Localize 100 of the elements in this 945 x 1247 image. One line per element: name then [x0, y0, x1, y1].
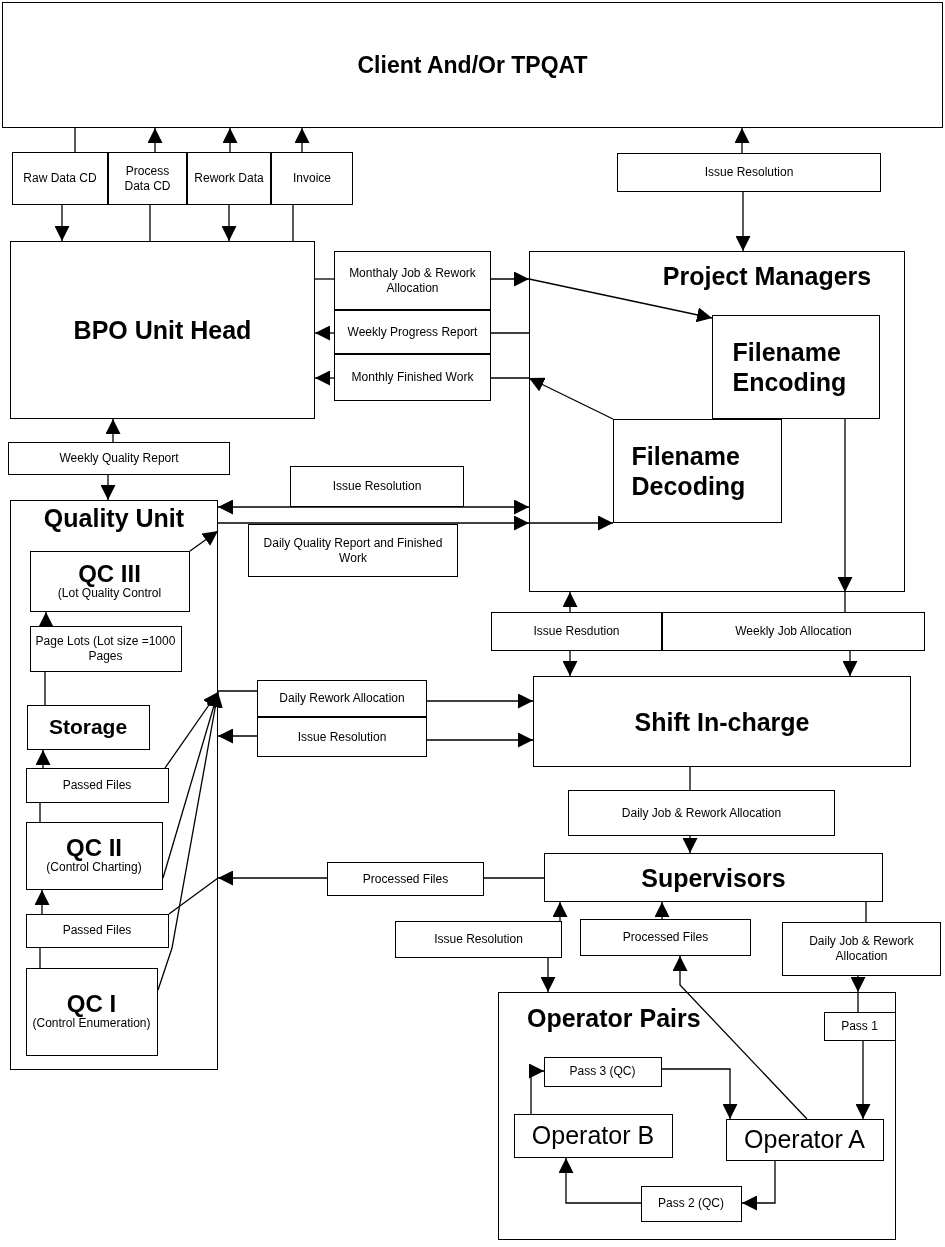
process-box — [395, 921, 562, 958]
arrow — [562, 591, 578, 613]
box-label: Operator A — [744, 1125, 865, 1154]
box-label: Issue Resolution — [433, 932, 524, 947]
box-label: BPO Unit Head — [73, 315, 252, 345]
box-label: Quality Unit — [43, 503, 185, 533]
arrow — [217, 870, 328, 886]
box-label: QC III — [78, 560, 141, 586]
process-box — [257, 717, 427, 757]
box-label: Issue Resdution — [532, 624, 621, 639]
process-box — [25, 913, 169, 948]
process-box — [2, 2, 943, 128]
box-subtitle: (Control Enumeration) — [32, 1016, 151, 1032]
process-box — [108, 152, 187, 205]
arrow — [850, 975, 866, 993]
group-box — [529, 251, 905, 592]
process-box — [782, 922, 941, 976]
box-label: Weekly Progress Report — [346, 324, 479, 340]
group-box — [10, 500, 218, 1070]
box-label: Process Data CD — [123, 163, 172, 194]
arrow — [314, 370, 335, 386]
box-label: Daily Job & Rework Allocation — [620, 805, 783, 821]
arrow — [552, 901, 568, 922]
process-box — [257, 680, 427, 717]
box-subtitle: (Control Charting) — [46, 860, 142, 876]
box-label: Filename Encoding — [732, 336, 848, 397]
box-label: Project Managers — [662, 261, 872, 291]
box-label: Issue Resolution — [331, 479, 423, 494]
process-box — [327, 862, 484, 896]
arrow — [558, 1157, 642, 1204]
box-label: Operator Pairs — [527, 1003, 701, 1033]
process-box — [334, 310, 491, 354]
arrow — [654, 901, 670, 920]
arrow — [672, 955, 808, 1120]
arrow — [426, 693, 534, 709]
process-box — [25, 767, 169, 803]
box-label: Invoice — [292, 171, 332, 186]
arrow — [100, 474, 116, 501]
arrow — [734, 127, 750, 154]
process-box — [10, 241, 315, 419]
box-label: Monthaly Job & Rework Allocation — [348, 265, 477, 296]
arrow — [147, 127, 163, 153]
process-box — [543, 1056, 662, 1087]
arrow — [221, 204, 237, 242]
group-box — [498, 992, 896, 1240]
arrow — [426, 732, 534, 748]
process-box — [25, 821, 163, 890]
arrow — [105, 418, 121, 443]
arrow — [855, 1040, 871, 1120]
arrow — [222, 127, 238, 153]
arrow — [294, 127, 310, 153]
box-label: Raw Data CD — [22, 171, 98, 186]
process-box — [290, 466, 464, 507]
box-label: Processed Files — [621, 930, 710, 945]
box-label: Filename Decoding — [631, 440, 747, 501]
box-label: Page Lots (Lot size =1000 Pages — [34, 633, 177, 664]
box-label: Daily Rework Allocation — [278, 691, 406, 706]
box-label: Shift In-charge — [634, 706, 810, 737]
process-box — [617, 153, 881, 192]
arrow — [164, 691, 219, 769]
box-label: QC II — [66, 835, 122, 861]
process-box — [823, 1011, 896, 1041]
arrow — [38, 611, 54, 627]
arrow — [217, 499, 530, 515]
arrow — [35, 749, 51, 769]
process-box — [568, 790, 835, 836]
arrow — [490, 271, 530, 287]
arrow — [741, 1160, 776, 1211]
box-label: Issue Resolution — [703, 165, 795, 180]
process-box — [513, 1113, 673, 1158]
process-box — [248, 524, 458, 577]
arrow — [661, 1068, 738, 1120]
arrow — [189, 530, 219, 552]
box-label: Weekly Job Allocation — [734, 624, 853, 639]
box-label: Weekly Quality Report — [58, 451, 180, 466]
process-box — [25, 967, 158, 1056]
box-label: Pass 3 (QC) — [568, 1064, 637, 1079]
arrow — [735, 191, 751, 252]
arrow — [314, 325, 335, 341]
arrow — [528, 377, 614, 420]
box-label: Pass 2 (QC) — [657, 1196, 725, 1211]
box-label: Rework Data — [193, 171, 265, 186]
process-box — [8, 442, 230, 475]
process-box — [29, 625, 182, 672]
box-label: Operator B — [531, 1121, 655, 1150]
arrow — [528, 278, 713, 323]
process-box — [640, 1185, 742, 1222]
arrow — [562, 650, 578, 677]
box-label: Pass 1 — [840, 1018, 879, 1034]
arrow — [54, 204, 70, 242]
box-label: Passed Files — [61, 777, 133, 793]
box-label: Client And/Or TPQAT — [357, 51, 588, 79]
box-label: Daily Quality Report and Finished Work — [262, 535, 444, 566]
process-box — [187, 152, 271, 205]
arrow — [837, 418, 853, 593]
process-box — [12, 152, 108, 205]
process-box — [491, 612, 662, 651]
arrow — [217, 515, 530, 531]
process-box — [580, 919, 751, 956]
box-label: Monthly Finished Work — [350, 370, 475, 385]
